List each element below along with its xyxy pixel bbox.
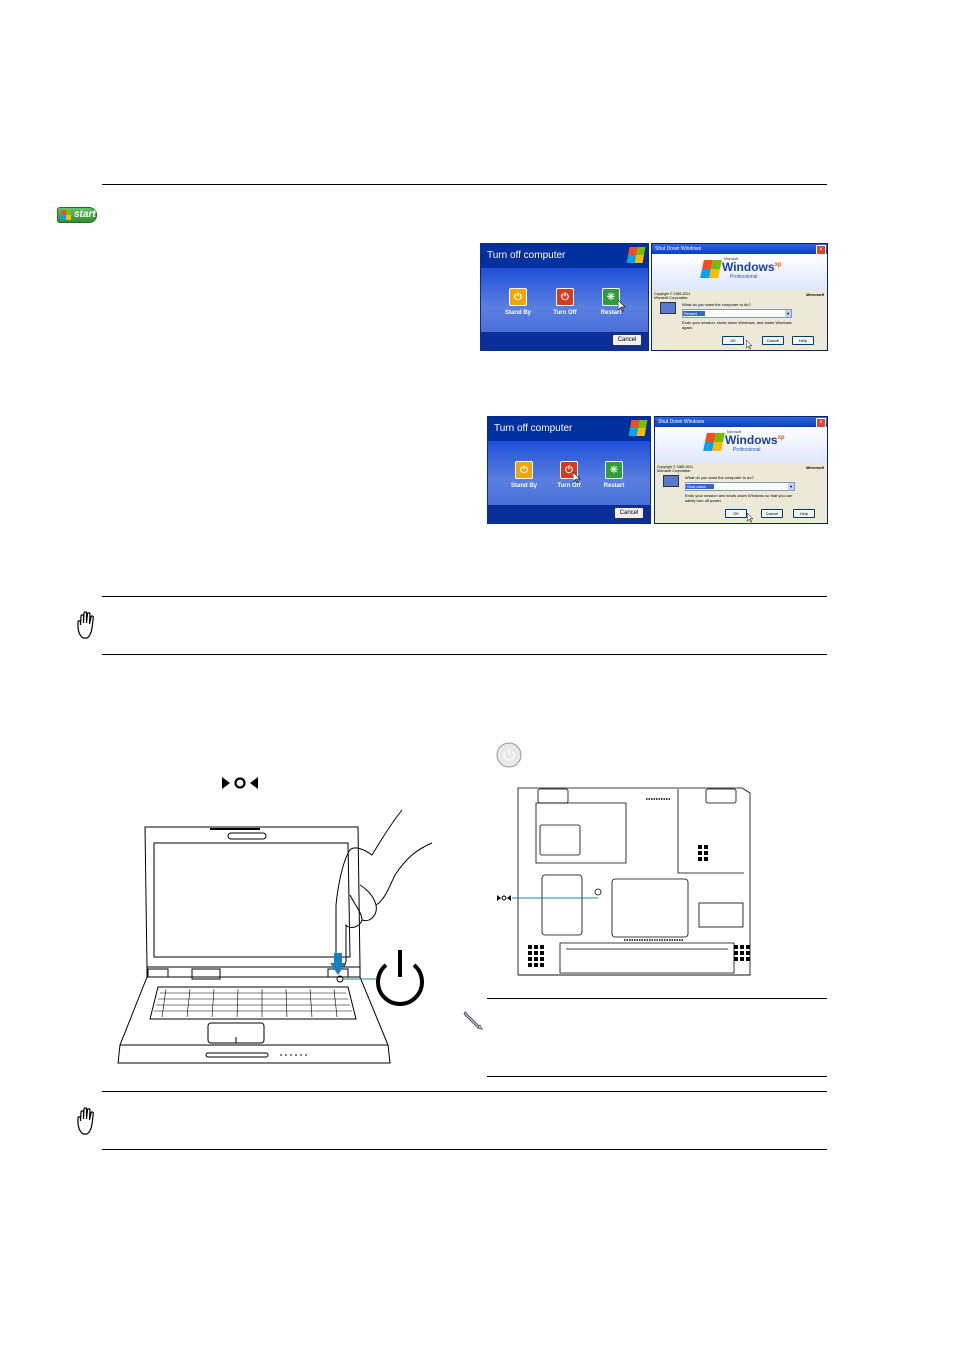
windows-banner	[652, 254, 827, 290]
windows-brand: Windowsxp	[725, 433, 785, 447]
action-description: Ends your session, shuts down Windows, a…	[682, 320, 792, 330]
question-label: What do you want the computer to do?	[682, 302, 751, 307]
cancel-button[interactable]: Cancel	[762, 336, 784, 345]
shutdown-action-select[interactable]: Shut down▾	[685, 482, 795, 491]
warning-box-2-top-rule	[102, 1091, 827, 1092]
stand-by-icon: ⏻	[509, 288, 527, 306]
chevron-down-icon: ▾	[785, 310, 791, 317]
restart-icon: ✳	[605, 461, 623, 479]
windows-flag-icon	[628, 420, 648, 436]
dialog-footer	[481, 332, 648, 350]
copyright-text: Copyright © 1985-2001 Microsoft Corporat…	[654, 292, 691, 300]
dialog-footer	[488, 505, 650, 523]
shut-down-windows-dialog-shutdown: Shut Down Windows × Microsoft Windowsxp …	[654, 416, 828, 524]
header-rule	[102, 184, 827, 185]
dialog-titlebar: Shut Down Windows	[652, 244, 827, 254]
brand-small: Microsoft	[724, 257, 739, 261]
action-description: Ends your session and shuts down Windows…	[685, 493, 793, 503]
turn-off-dialog-shutdown: Turn off computer ⏻ Stand By ⏻ Turn Off …	[487, 416, 651, 524]
restart-option[interactable]: ✳ Restart	[592, 461, 636, 489]
copyright-text: Copyright © 1985-2001 Microsoft Corporat…	[657, 465, 694, 473]
microsoft-logo: Microsoft	[806, 465, 824, 470]
cancel-button[interactable]: Cancel	[614, 507, 644, 519]
shutdown-action-select[interactable]: Restart▾	[682, 309, 792, 318]
mouse-cursor-icon	[747, 513, 754, 523]
turn-off-option[interactable]: ⏻ Turn Off	[547, 461, 591, 489]
pencil-note-icon	[463, 1011, 484, 1030]
restart-option[interactable]: ✳ Restart	[589, 288, 633, 316]
microsoft-logo: Microsoft	[806, 292, 824, 297]
laptop-bottom-view-illustration	[497, 787, 751, 976]
windows-brand: Windowsxp	[722, 260, 782, 274]
power-button-icon	[496, 742, 522, 768]
reset-symbol-icon	[222, 777, 258, 789]
warning-box-2-bottom-rule	[102, 1149, 827, 1150]
stand-by-icon: ⏻	[515, 461, 533, 479]
turn-off-icon: ⏻	[556, 288, 574, 306]
turn-off-option[interactable]: ⏻ Turn Off	[543, 288, 587, 316]
stand-by-option[interactable]: ⏻ Stand By	[502, 461, 546, 489]
help-button[interactable]: Help	[792, 336, 814, 345]
edition-label: Professional	[733, 447, 761, 453]
mouse-cursor-icon	[573, 472, 581, 484]
computer-icon	[660, 302, 676, 314]
note-box-top-rule	[487, 998, 827, 999]
stand-by-option[interactable]: ⏻ Stand By	[496, 288, 540, 316]
windows-flag-icon	[61, 210, 71, 220]
cancel-button[interactable]: Cancel	[612, 334, 642, 346]
turn-off-dialog-restart: Turn off computer ⏻ Stand By ⏻ Turn Off …	[480, 243, 649, 351]
windows-start-button: start	[57, 207, 97, 223]
brand-small: Microsoft	[727, 430, 742, 434]
warning-box-bottom-rule	[102, 654, 827, 655]
dialog-title: Turn off computer	[481, 244, 648, 268]
mouse-cursor-icon	[618, 300, 626, 312]
hand-stop-icon	[77, 1107, 94, 1135]
windows-logo-icon	[703, 433, 725, 451]
ok-button[interactable]: OK	[725, 509, 747, 518]
cancel-button[interactable]: Cancel	[761, 509, 783, 518]
computer-icon	[663, 475, 679, 487]
note-box-bottom-rule	[487, 1076, 827, 1077]
ok-button[interactable]: OK	[722, 336, 744, 345]
windows-banner	[655, 427, 827, 463]
windows-flag-icon	[626, 247, 646, 263]
edition-label: Professional	[730, 274, 758, 280]
question-label: What do you want the computer to do?	[685, 475, 754, 480]
laptop-power-button-illustration	[117, 809, 433, 1064]
restart-icon: ✳	[602, 288, 620, 306]
mouse-cursor-icon	[746, 340, 753, 350]
dialog-titlebar: Shut Down Windows	[655, 417, 827, 427]
help-button[interactable]: Help	[793, 509, 815, 518]
windows-logo-icon	[700, 260, 722, 278]
hand-stop-icon	[77, 611, 94, 639]
shut-down-windows-dialog-restart: Shut Down Windows × Microsoft Windowsxp …	[651, 243, 828, 351]
chevron-down-icon: ▾	[788, 483, 794, 490]
dialog-title: Turn off computer	[488, 417, 650, 441]
start-label: start	[74, 209, 96, 220]
warning-box-top-rule	[102, 596, 827, 597]
